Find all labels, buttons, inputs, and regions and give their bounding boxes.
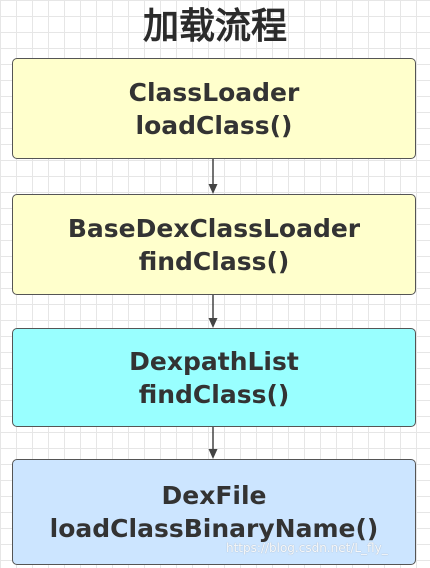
step-basedexclassloader-box: BaseDexClassLoader findClass() [12, 194, 416, 295]
flow-arrow-2 [208, 295, 218, 328]
flow-arrow-1 [208, 159, 218, 194]
step-class-name: ClassLoader [128, 77, 300, 107]
diagram-title: 加载流程 [142, 6, 287, 47]
step-method-name: loadClassBinaryName() [49, 514, 379, 543]
flow-arrow-3 [208, 427, 218, 459]
step-method-name: findClass() [138, 246, 290, 276]
step-method-name: findClass() [138, 379, 290, 409]
step-class-name: DexpathList [129, 346, 299, 376]
watermark-text: https://blog.csdn.net/L_fly_ [226, 541, 388, 555]
step-method-name: loadClass() [135, 110, 293, 140]
step-class-name: BaseDexClassLoader [67, 213, 361, 243]
step-dexpathlist-box: DexpathList findClass() [12, 328, 416, 427]
step-dexfile-box: DexFile loadClassBinaryName() [12, 459, 416, 565]
step-class-name: DexFile [161, 481, 267, 510]
step-classloader-box: ClassLoader loadClass() [12, 58, 416, 159]
